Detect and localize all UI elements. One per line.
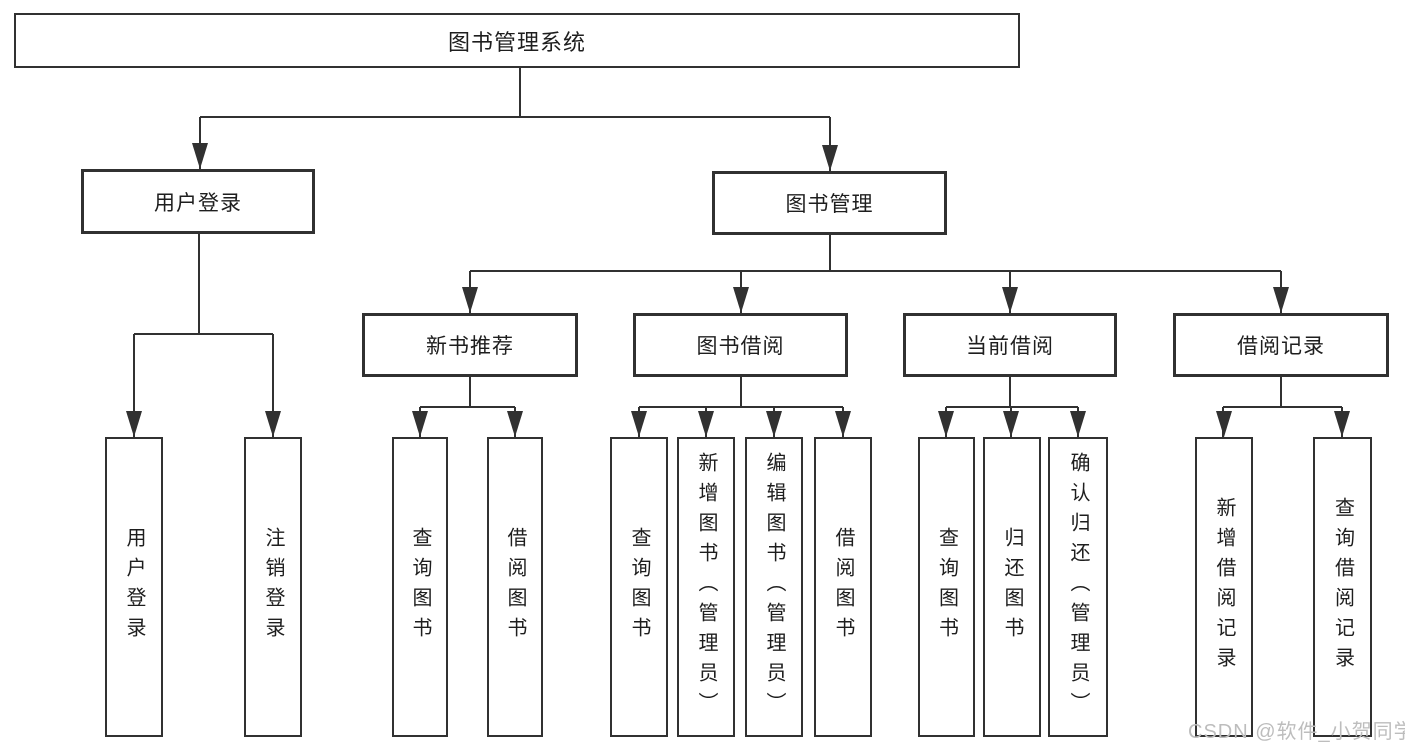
connector-root-to-level2 [199, 68, 831, 171]
arrow-head-icon [126, 411, 142, 437]
arrow-head-icon [1002, 287, 1018, 313]
leaf-logout-label: 注销登录 [262, 527, 284, 647]
arrow-head-icon [265, 411, 281, 437]
leaf-borrow-books-2: 借阅图书 [814, 437, 872, 737]
leaf-confirm-return-admin-label: 确认归还（管理员） [1067, 452, 1089, 722]
leaf-add-book-admin-label: 新增图书（管理员） [695, 452, 717, 722]
leaf-borrow-books-1: 借阅图书 [487, 437, 543, 737]
leaf-query-borrow-record: 查询借阅记录 [1313, 437, 1372, 737]
leaf-query-books-3: 查询图书 [918, 437, 975, 737]
arrow-head-icon [462, 287, 478, 313]
node-book-management: 图书管理 [712, 171, 947, 235]
node-user-login: 用户登录 [81, 169, 315, 234]
leaf-query-books-1: 查询图书 [392, 437, 448, 737]
leaf-return-books-label: 归还图书 [1001, 527, 1023, 647]
arrow-head-icon [1334, 411, 1350, 437]
arrow-head-icon [766, 411, 782, 437]
arrow-head-icon [192, 143, 208, 169]
leaf-user-login: 用户登录 [105, 437, 163, 737]
csdn-watermark: CSDN @软件_小贺同学 [1188, 721, 1405, 743]
connector-user-login-subtree [133, 233, 274, 437]
leaf-query-books-3-label: 查询图书 [935, 527, 958, 647]
arrow-head-icon [1003, 411, 1019, 437]
arrow-head-icon [1216, 411, 1232, 437]
arrow-head-icon [938, 411, 954, 437]
arrow-head-icon [698, 411, 714, 437]
node-new-book-recommend: 新书推荐 [362, 313, 578, 377]
leaf-query-borrow-record-label: 查询借阅记录 [1331, 497, 1354, 677]
arrow-head-icon [507, 411, 523, 437]
node-borrow-records-label: 借阅记录 [1237, 335, 1325, 358]
leaf-confirm-return-admin: 确认归还（管理员） [1048, 437, 1108, 737]
leaf-borrow-books-2-label: 借阅图书 [832, 527, 854, 647]
leaf-add-borrow-record-label: 新增借阅记录 [1213, 497, 1235, 677]
node-new-book-recommend-label: 新书推荐 [426, 335, 514, 358]
node-book-borrowing: 图书借阅 [633, 313, 848, 377]
connector-book-mgmt-to-level3 [469, 234, 1282, 313]
arrow-head-icon [1070, 411, 1086, 437]
node-current-borrowing: 当前借阅 [903, 313, 1117, 377]
leaf-query-books-2-label: 查询图书 [628, 527, 650, 647]
leaf-add-borrow-record: 新增借阅记录 [1195, 437, 1253, 737]
leaf-query-books-2: 查询图书 [610, 437, 668, 737]
node-book-management-label: 图书管理 [785, 193, 874, 216]
leaf-edit-book-admin: 编辑图书（管理员） [745, 437, 803, 737]
leaf-user-login-label: 用户登录 [123, 527, 145, 647]
node-current-borrowing-label: 当前借阅 [966, 335, 1054, 358]
leaf-query-books-1-label: 查询图书 [409, 527, 431, 647]
node-book-borrowing-label: 图书借阅 [696, 335, 785, 358]
arrow-head-icon [835, 411, 851, 437]
leaf-borrow-books-1-label: 借阅图书 [504, 527, 526, 647]
node-system-root-label: 图书管理系统 [447, 29, 586, 55]
arrow-head-icon [733, 287, 749, 313]
arrow-head-icon [631, 411, 647, 437]
node-user-login-label: 用户登录 [154, 191, 242, 215]
arrow-head-icon [1273, 287, 1289, 313]
leaf-return-books: 归还图书 [983, 437, 1041, 737]
arrow-head-icon [412, 411, 428, 437]
node-system-root: 图书管理系统 [14, 13, 1020, 68]
leaf-edit-book-admin-label: 编辑图书（管理员） [763, 452, 785, 722]
leaf-logout: 注销登录 [244, 437, 302, 737]
connector-borrow-records-subtree [1222, 376, 1343, 437]
node-borrow-records: 借阅记录 [1173, 313, 1389, 377]
arrow-head-icon [822, 145, 838, 171]
connector-book-borrow-subtree [638, 376, 844, 437]
connector-new-books-subtree [419, 376, 516, 437]
leaf-add-book-admin: 新增图书（管理员） [677, 437, 735, 737]
